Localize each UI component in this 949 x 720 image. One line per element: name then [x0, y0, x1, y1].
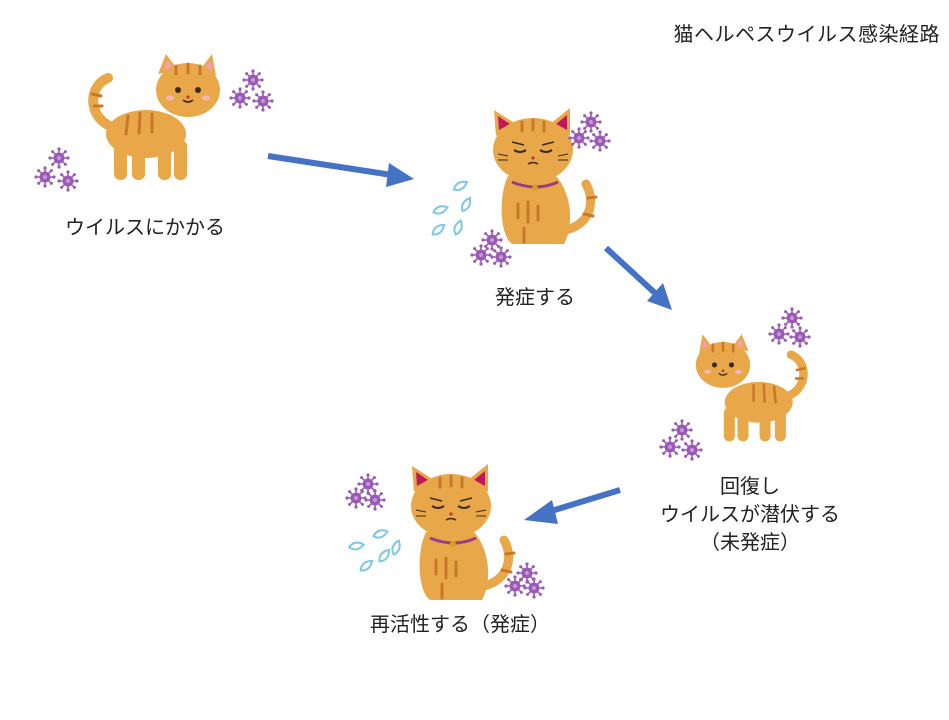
- arrow-icon: [524, 487, 621, 524]
- cat-icon: [411, 464, 514, 600]
- diagram-title: 猫ヘルペスウイルス感染経路: [673, 22, 940, 46]
- sneeze-droplet-icon: [429, 178, 474, 239]
- arrow-icon: [267, 153, 414, 187]
- sneeze-droplet-icon: [347, 527, 403, 575]
- stage-label-latent-line: 回復し: [720, 474, 780, 498]
- cat-icon: [92, 54, 220, 180]
- stage-label-reactivation: 再活性する（発症）: [370, 612, 550, 636]
- stage-label-latent-line: ウイルスが潜伏する: [660, 502, 840, 526]
- stage-label-latent-line: （未発症）: [700, 530, 800, 554]
- cat-icon: [493, 108, 596, 244]
- stage-label-onset: 発症する: [495, 285, 575, 309]
- stage-label-latent: 回復し ウイルスが潜伏する （未発症）: [615, 472, 885, 556]
- cat-icon: [696, 334, 805, 441]
- arrow-icon: [603, 245, 672, 310]
- stage-label-infection: ウイルスにかかる: [65, 215, 225, 239]
